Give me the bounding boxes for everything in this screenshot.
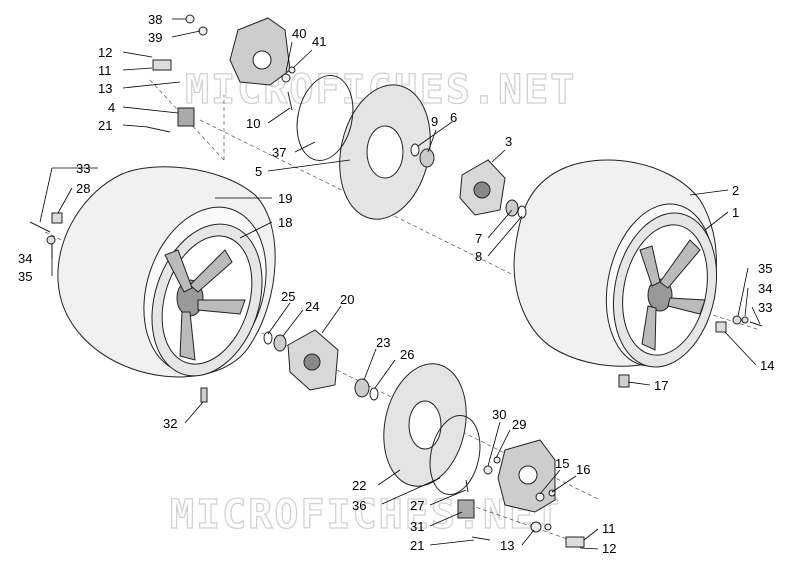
callout-2: 2 <box>732 183 739 198</box>
callout-12: 12 <box>98 45 112 60</box>
leader-lines <box>39 18 761 550</box>
rear-axle-bolt <box>29 212 63 245</box>
callout-29: 29 <box>512 417 526 432</box>
callout-6: 6 <box>450 110 457 125</box>
callout-34b: 34 <box>758 281 772 296</box>
callout-20: 20 <box>340 292 354 307</box>
callout-11: 11 <box>98 63 112 78</box>
callout-41: 41 <box>312 34 326 49</box>
callout-36: 36 <box>352 498 366 513</box>
callout-17: 17 <box>654 378 668 393</box>
callout-39: 39 <box>148 30 162 45</box>
bottom-hub <box>263 329 379 401</box>
callout-34: 34 <box>18 251 32 266</box>
callout-7: 7 <box>475 231 482 246</box>
watermark-bottom: MICROFICHES.NET <box>170 492 561 538</box>
callout-28: 28 <box>76 181 90 196</box>
callout-27: 27 <box>410 498 424 513</box>
callout-40: 40 <box>292 26 306 41</box>
callout-25: 25 <box>281 289 295 304</box>
callout-9: 9 <box>431 114 438 129</box>
callout-33b: 33 <box>758 300 772 315</box>
callout-18: 18 <box>278 215 292 230</box>
callout-38: 38 <box>148 12 162 27</box>
callout-labels: 38 39 12 11 13 4 21 40 41 10 37 5 9 6 3 … <box>18 12 774 556</box>
callout-5: 5 <box>255 164 262 179</box>
callout-35b: 35 <box>758 261 772 276</box>
callout-12b: 12 <box>602 541 616 556</box>
callout-3: 3 <box>505 134 512 149</box>
callout-15: 15 <box>555 456 569 471</box>
callout-14: 14 <box>760 358 774 373</box>
callout-31: 31 <box>410 519 424 534</box>
callout-16: 16 <box>576 462 590 477</box>
callout-35: 35 <box>18 269 32 284</box>
callout-24: 24 <box>305 299 319 314</box>
callout-22: 22 <box>352 478 366 493</box>
callout-26: 26 <box>400 347 414 362</box>
callout-33: 33 <box>76 161 90 176</box>
bottom-caliper <box>457 439 585 548</box>
callout-1: 1 <box>732 205 739 220</box>
part-17-valve <box>618 374 630 388</box>
callout-10: 10 <box>246 116 260 131</box>
top-caliper <box>146 14 296 133</box>
callout-13: 13 <box>98 81 112 96</box>
callout-23: 23 <box>376 335 390 350</box>
callout-37: 37 <box>272 145 286 160</box>
front-rim <box>612 212 718 368</box>
part-32-valve <box>200 387 208 403</box>
callout-21: 21 <box>98 118 112 133</box>
callout-32: 32 <box>163 416 177 431</box>
top-brake-disc <box>296 75 431 220</box>
front-axle-bolt <box>715 315 763 333</box>
callout-11b: 11 <box>602 521 616 536</box>
rear-rim <box>151 223 263 377</box>
callout-21b: 21 <box>410 538 424 553</box>
top-hub <box>410 143 527 219</box>
callout-13b: 13 <box>500 538 514 553</box>
callout-30: 30 <box>492 407 506 422</box>
bottom-brake-disc <box>383 363 481 495</box>
callout-4: 4 <box>108 100 115 115</box>
callout-19: 19 <box>278 191 292 206</box>
callout-8: 8 <box>475 249 482 264</box>
